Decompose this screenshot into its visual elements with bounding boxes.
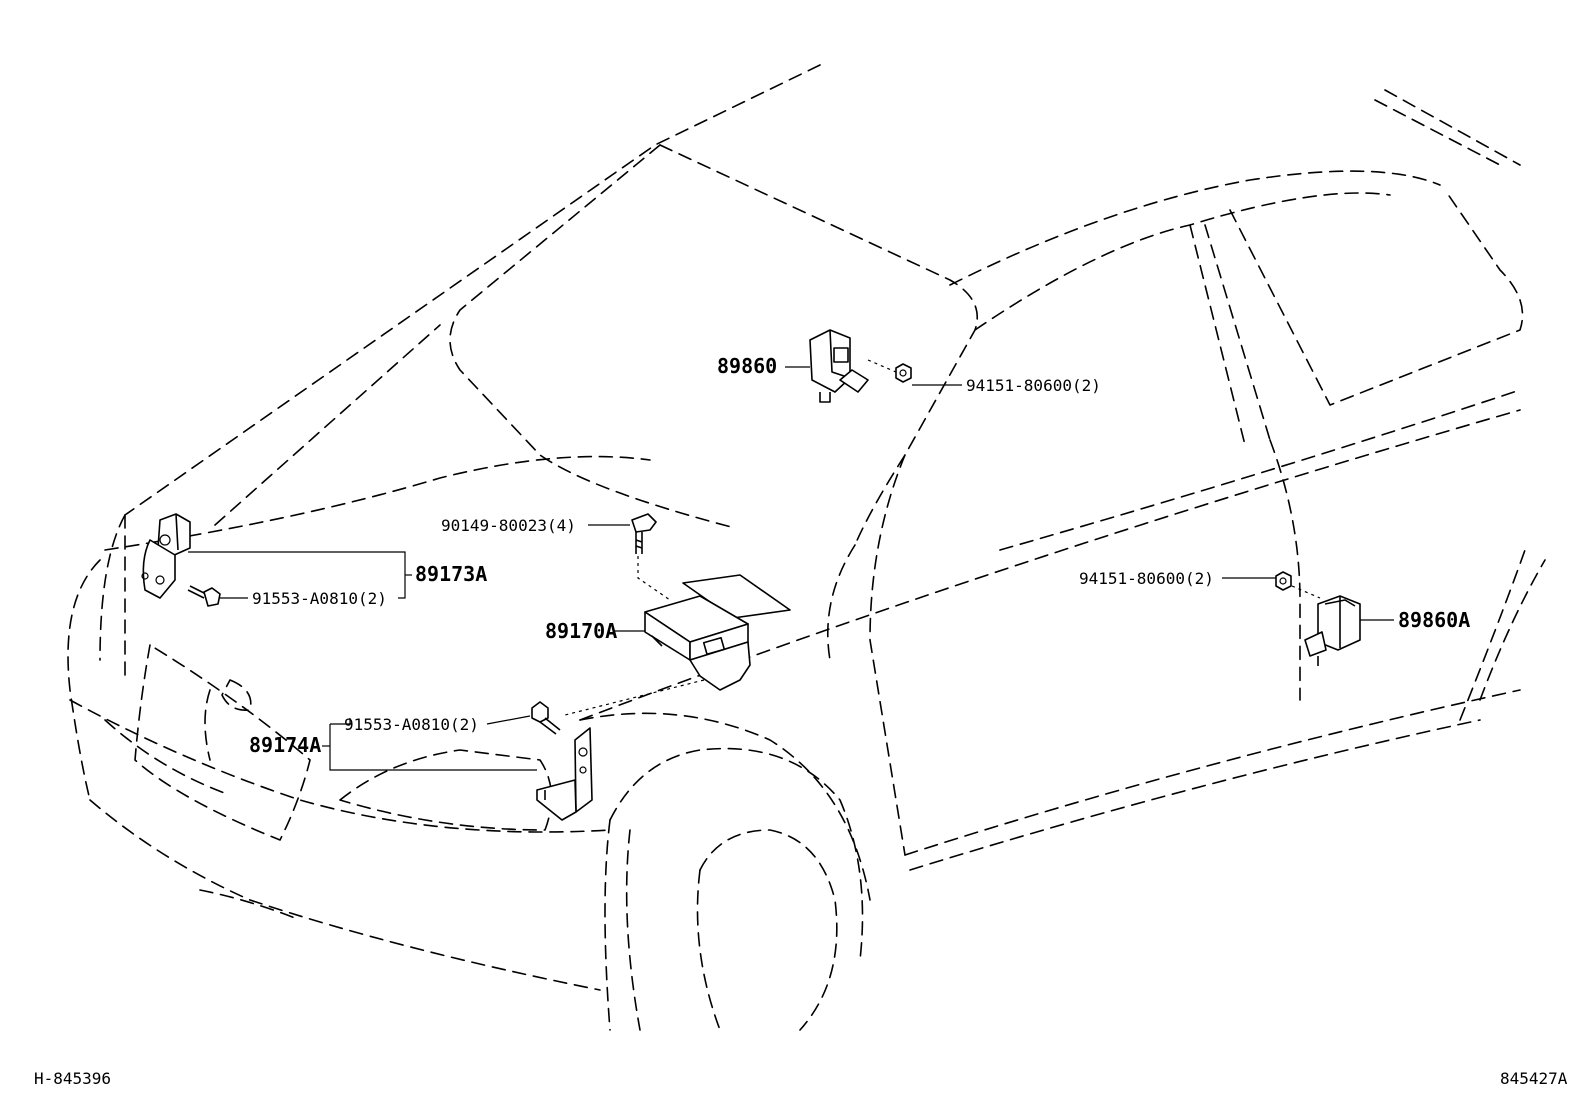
center-nut-dotted-line [867,359,897,373]
label-screw-module: 90149-80023(4) [441,516,576,535]
label-89173a: 89173A [415,562,487,586]
label-89860a: 89860A [1398,608,1470,632]
side-sensor [1304,595,1361,666]
sensor-bracket [536,727,593,821]
nut-side [1275,571,1292,591]
footer-left-code: H-845396 [34,1069,111,1088]
label-bolt-lower: 91553-A0810(2) [344,715,479,734]
label-89174a: 89174A [249,733,321,757]
module-bolt-dotted-line [564,679,705,716]
airbag-control-module [644,574,791,691]
label-nut-center: 94151-80600(2) [966,376,1101,395]
label-nut-side: 94151-80600(2) [1079,569,1214,588]
screw-dotted-line [637,556,671,601]
label-bolt-left-upper: 91553-A0810(2) [252,589,387,608]
bolt-left-upper [187,585,221,607]
nut-center [895,363,912,383]
leader-lines [188,366,1394,771]
footer-right-code: 845427A [1500,1069,1568,1088]
module-screw [631,513,657,554]
bolt-lower [531,701,561,735]
label-89860: 89860 [717,354,777,378]
car-body-outline [67,64,1546,1031]
front-left-sensor [141,513,191,599]
label-89170a: 89170A [545,619,617,643]
front-center-sensor [809,329,869,403]
side-nut-dotted-line [1291,585,1321,599]
